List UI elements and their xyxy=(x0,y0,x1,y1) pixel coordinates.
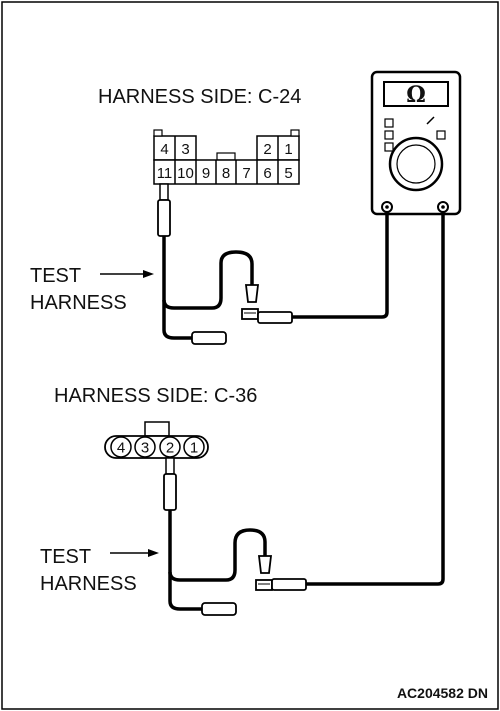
c24-pin-1: 1 xyxy=(284,141,292,158)
c24-pin-5: 5 xyxy=(284,165,292,182)
multimeter: Ω xyxy=(370,70,462,216)
c24-pin-7: 7 xyxy=(242,165,250,182)
c24-pin-2: 2 xyxy=(263,141,271,158)
meter-dial xyxy=(388,136,444,192)
test-label-lower-line2: HARNESS xyxy=(40,573,137,595)
c24-pin-6: 6 xyxy=(263,165,271,182)
c24-pin-8: 8 xyxy=(222,165,230,182)
c36-title: HARNESS SIDE: C-36 xyxy=(54,385,257,407)
c36-pin-1: 1 xyxy=(190,440,198,457)
c24-title: HARNESS SIDE: C-24 xyxy=(98,86,301,108)
lower-test-harness xyxy=(163,212,445,616)
figure-code: AC204582 DN xyxy=(397,685,488,701)
c24-pin-9: 9 xyxy=(202,165,210,182)
upper-pointer-arrow xyxy=(100,270,154,278)
c24-pin-11: 11 xyxy=(157,165,173,182)
test-label-lower-line1: TEST xyxy=(40,546,91,568)
c36-pin-3: 3 xyxy=(141,440,149,457)
ohm-symbol: Ω xyxy=(406,82,426,108)
c24-pin-4: 4 xyxy=(160,141,168,158)
lower-pointer-arrow xyxy=(110,549,159,557)
c36-pin-4: 4 xyxy=(117,440,125,457)
c36-pin-2: 2 xyxy=(166,440,174,457)
upper-test-harness xyxy=(157,183,389,345)
test-label-upper-line2: HARNESS xyxy=(30,292,127,314)
c24-pin-3: 3 xyxy=(181,141,189,158)
c24-connector: 4 3 2 1 11 10 9 8 7 6 5 xyxy=(153,129,300,185)
c24-pin-10: 10 xyxy=(177,165,194,182)
test-label-upper-line1: TEST xyxy=(30,265,81,287)
c36-connector: 4 3 2 1 xyxy=(104,421,209,459)
